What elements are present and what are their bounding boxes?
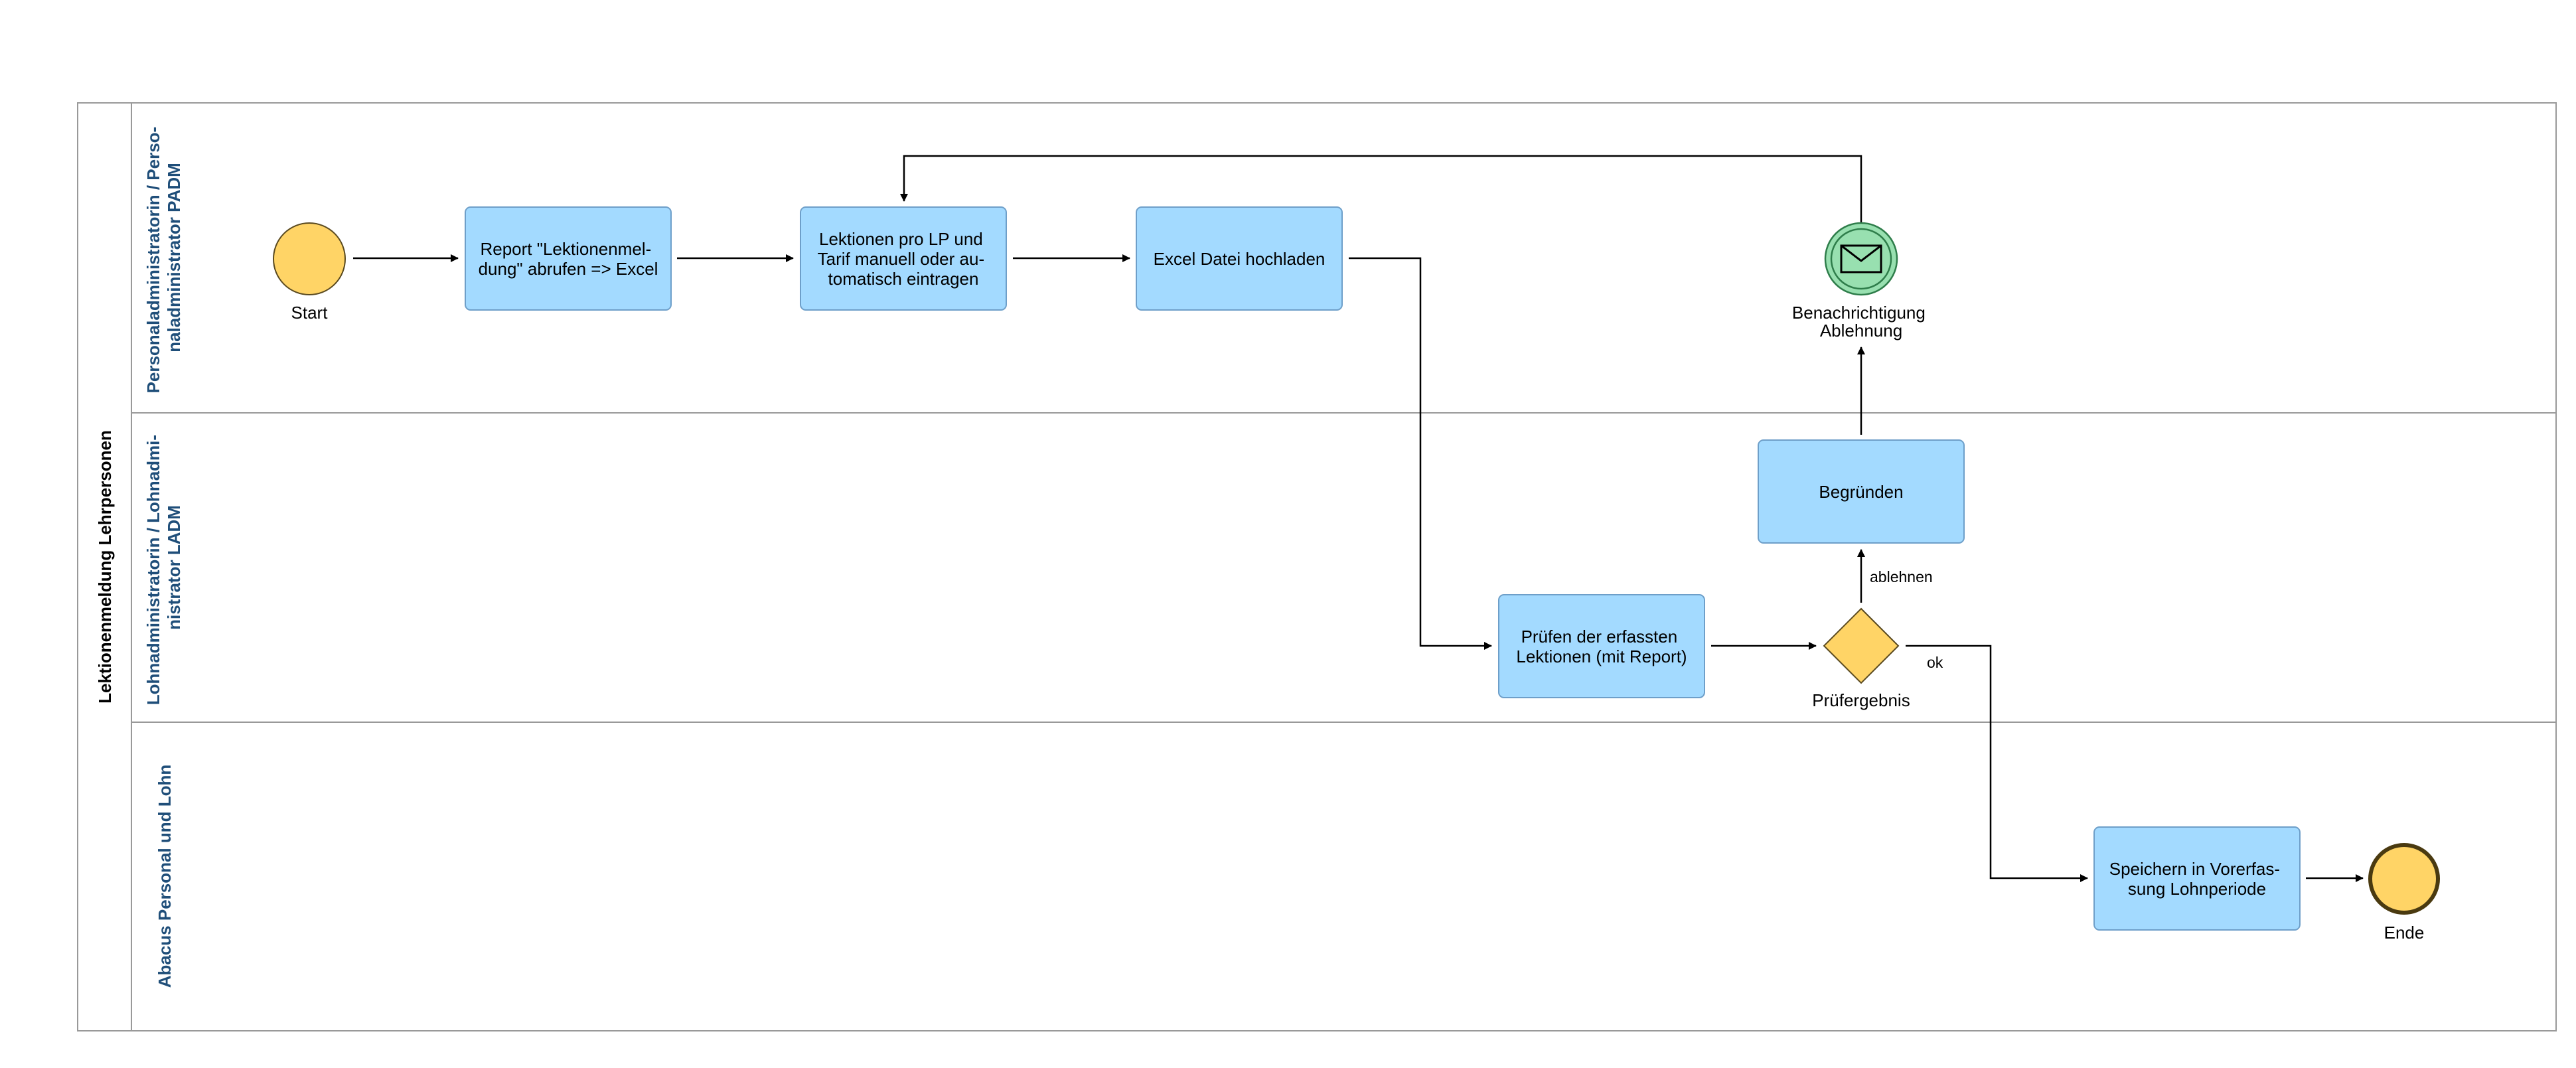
task-begruenden-box xyxy=(1758,439,1965,544)
gateway-pruefergebnis[interactable]: Prüfergebnis xyxy=(1812,607,1910,710)
flow-upload-to-pruefen xyxy=(1349,257,1492,650)
task-excel-hochladen[interactable]: Excel Datei hochladen xyxy=(1136,206,1343,311)
end-event-circle xyxy=(2368,843,2440,915)
pool-frame xyxy=(77,102,2557,1031)
task-speichern-label: Speichern in Vorerfas- sung Lohnperiode xyxy=(2109,859,2285,899)
task-begruenden-label: Begründen xyxy=(1819,482,1903,502)
message-event-ablehnung[interactable]: Benachrichtigung Ablehnung xyxy=(1792,222,1930,341)
flow-label-ablehnen: ablehnen xyxy=(1870,568,1933,585)
task-report-label: Report "Lektionenmel- dung" abrufen => E… xyxy=(479,239,658,279)
task-report-box xyxy=(465,206,672,311)
task-lektionen-eintragen[interactable]: Lektionen pro LP und Tarif manuell oder … xyxy=(800,206,1007,311)
task-pruefen-label: Prüfen der erfassten Lektionen (mit Repo… xyxy=(1516,627,1687,666)
start-event[interactable]: Start xyxy=(273,222,346,323)
task-pruefen-box xyxy=(1498,594,1705,698)
task-speichern[interactable]: Speichern in Vorerfas- sung Lohnperiode xyxy=(2093,826,2301,931)
task-pruefen[interactable]: Prüfen der erfassten Lektionen (mit Repo… xyxy=(1498,594,1705,698)
end-event[interactable]: Ende xyxy=(2368,843,2440,943)
sequence-flows xyxy=(353,155,2364,882)
task-lektionen-label: Lektionen pro LP und Tarif manuell oder … xyxy=(818,229,990,289)
task-upload-label: Excel Datei hochladen xyxy=(1154,249,1326,269)
lane-label-ladm: Lohnadministratorin / Lohnadmi- nistrato… xyxy=(143,430,184,706)
gateway-diamond xyxy=(1823,607,1900,684)
task-upload-box xyxy=(1136,206,1343,311)
pool: Lektionenmeldung Lehrpersonen xyxy=(77,102,2557,1031)
task-begruenden[interactable]: Begründen xyxy=(1758,439,1965,544)
gateway-label: Prüfergebnis xyxy=(1812,690,1910,710)
end-event-label: Ende xyxy=(2384,923,2425,943)
start-event-circle xyxy=(273,222,346,295)
flow-message-to-lektionen xyxy=(900,155,1862,223)
task-lektionen-box xyxy=(800,206,1007,311)
flow-gateway-to-speichern xyxy=(1906,645,2088,882)
lane-label-padm: Personaladministratorin / Perso- naladmi… xyxy=(143,122,184,394)
flow-label-ok: ok xyxy=(1927,654,1943,671)
task-report-abrufen[interactable]: Report "Lektionenmel- dung" abrufen => E… xyxy=(465,206,672,311)
task-speichern-box xyxy=(2093,826,2301,931)
envelope-icon xyxy=(1840,244,1882,273)
pool-title: Lektionenmeldung Lehrpersonen xyxy=(95,430,115,704)
start-event-label: Start xyxy=(291,303,329,323)
lane-label-abacus: Abacus Personal und Lohn xyxy=(155,765,175,988)
message-event-label: Benachrichtigung Ablehnung xyxy=(1792,303,1930,341)
